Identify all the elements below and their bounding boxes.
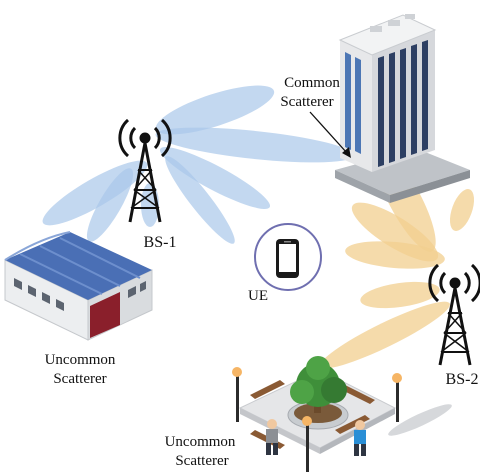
label-uncommon-bottom-line1: Uncommon [165,434,236,450]
bs1-tower-icon [118,118,172,223]
bs1-beam-pattern [42,85,355,244]
bs1-beam-lobe [165,156,235,244]
warehouse [4,231,153,341]
park-plaza [232,356,452,472]
street-lamp [232,367,242,422]
bs2-beam-lobe [320,301,450,369]
plaza-shadow [388,404,452,436]
person-sitting [266,419,278,455]
bs2-beam-pattern [320,148,475,369]
plaza-ground-edge [240,408,320,454]
roof-unit [370,26,382,32]
bs2-tower-icon [428,263,480,366]
label-bs1: BS-1 [144,234,177,251]
ue-device [254,223,322,291]
building-roof [338,14,437,56]
warehouse-roof-ribs [19,237,141,295]
building-base-front [390,170,470,203]
warehouse-door [90,292,120,338]
label-ue: UE [248,288,268,304]
bs2-beam-lobe [360,281,440,309]
bs2-beam-lobe [345,241,445,269]
person-sitting [354,420,366,456]
phone-speaker [284,241,291,243]
label-common-scatterer-line2: Scatterer [280,94,333,110]
warehouse-roof-arc [4,231,71,261]
bs1-beam-lobe [86,168,134,242]
label-uncommon-left-line2: Scatterer [53,371,106,387]
office-building [335,14,470,203]
label-bs2: BS-2 [446,371,479,388]
building-left-windows [345,52,361,154]
label-uncommon-left-line1: Uncommon [45,352,116,368]
label-common-scatterer-line1: Common [284,75,340,91]
bs1-beam-lobe [159,147,271,209]
roof-unit [405,14,415,19]
phone-screen [279,244,296,272]
street-lamp [392,373,402,422]
bs1-beam-lobe [155,127,355,163]
bs1-beam-lobe [155,85,275,135]
label-uncommon-bottom-line2: Scatterer [175,453,228,469]
warehouse-windows [14,278,146,311]
roof-unit [388,20,400,26]
common-scatterer-arrow [309,111,351,158]
tree-canopy [290,356,347,407]
building-base-side [335,170,390,203]
building-right-windows [378,40,428,167]
street-lamp [302,416,312,472]
bs2-beam-lobe [449,189,475,231]
building-base [335,148,470,195]
